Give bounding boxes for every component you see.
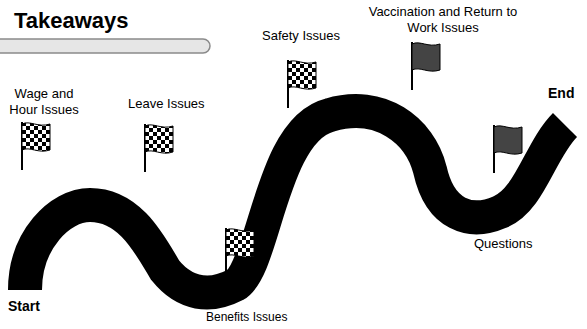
title-bar [0,39,210,53]
milestone-label: Vaccination and Return to Work Issues [368,4,518,35]
milestone-label: Safety Issues [262,28,362,44]
winding-road [25,111,565,292]
checkered-flag [22,122,50,170]
checkered-flag [288,60,316,108]
milestone-label: End [548,85,584,102]
checkered-flag [226,228,254,276]
milestone-label: Wage and Hour Issues [4,86,84,117]
checkered-flag [145,124,173,172]
milestone-label: Leave Issues [128,96,218,112]
milestone-label: Benefits Issues [206,310,316,324]
slide-title: Takeaways [14,8,129,34]
dark-flag [412,42,440,90]
dark-flag [494,125,522,173]
milestone-label: Questions [474,236,554,252]
milestone-label: Start [8,298,68,315]
